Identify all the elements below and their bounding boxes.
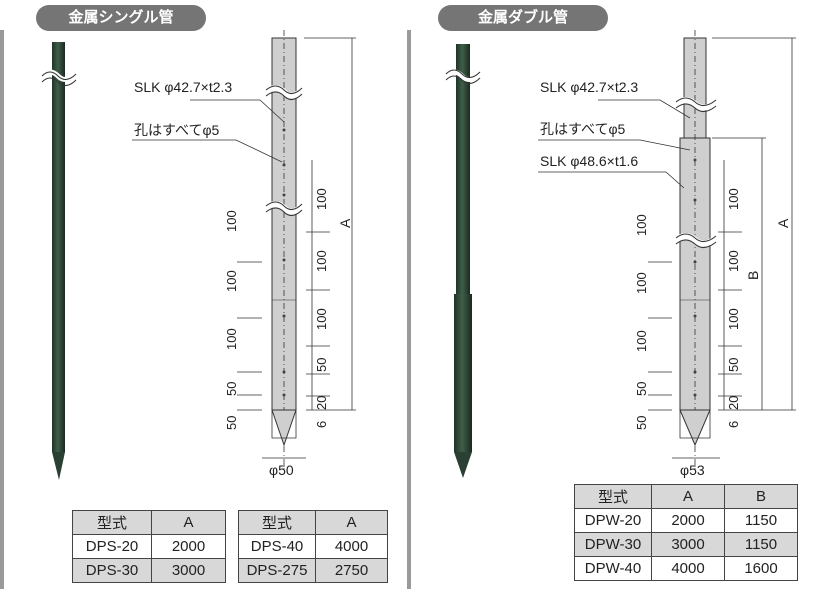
double-dim-left-4: 50 bbox=[634, 416, 649, 430]
center-separator bbox=[407, 30, 411, 589]
cell-a: 2000 bbox=[151, 534, 226, 559]
cell-b: 1150 bbox=[724, 508, 798, 533]
double-pipe-drawing bbox=[538, 30, 796, 470]
table-row: DPS-40 4000 bbox=[238, 534, 388, 559]
double-label-slk2: SLK φ48.6×t1.6 bbox=[540, 153, 638, 169]
cell-b: 1600 bbox=[724, 556, 798, 581]
single-table-2: 型式 A DPS-40 4000 DPS-275 2750 bbox=[238, 510, 388, 583]
cell-model: DPS-40 bbox=[238, 534, 316, 559]
single-label-hole: 孔はすべてφ5 bbox=[134, 122, 220, 138]
single-dim-right-1: 100 bbox=[314, 250, 329, 272]
single-label-slk: SLK φ42.7×t2.3 bbox=[134, 79, 232, 95]
double-label-hole: 孔はすべてφ5 bbox=[540, 121, 626, 137]
cell-model: DPS-30 bbox=[72, 558, 152, 583]
double-dim-right-4: 20 bbox=[726, 396, 741, 410]
table-row: DPS-30 3000 bbox=[72, 558, 226, 583]
cell-model: DPW-30 bbox=[574, 532, 652, 557]
double-dim-right-3: 50 bbox=[726, 358, 741, 372]
double-dim-a: A bbox=[775, 218, 791, 228]
header-model: 型式 bbox=[574, 484, 652, 509]
left-separator bbox=[0, 30, 4, 589]
single-dim-left-0: 100 bbox=[224, 210, 239, 232]
header-model: 型式 bbox=[72, 510, 152, 535]
table-row: DPS-20 2000 bbox=[72, 534, 226, 559]
header-model: 型式 bbox=[238, 510, 316, 535]
table-row: DPS-275 2750 bbox=[238, 558, 388, 583]
single-dim-left-3: 50 bbox=[224, 382, 239, 396]
double-dim-right-5: 6 bbox=[726, 421, 741, 428]
cell-model: DPW-40 bbox=[574, 556, 652, 581]
table-row: DPW-20 2000 1150 bbox=[574, 508, 798, 533]
double-dim-b: B bbox=[745, 271, 761, 280]
double-label-slk1: SLK φ42.7×t2.3 bbox=[540, 79, 638, 95]
single-dim-a: A bbox=[337, 218, 353, 228]
cell-model: DPS-275 bbox=[238, 558, 316, 583]
single-table-1: 型式 A DPS-20 2000 DPS-30 3000 bbox=[72, 510, 226, 583]
single-dim-left-4: 50 bbox=[224, 416, 239, 430]
cell-a: 3000 bbox=[651, 532, 725, 557]
table-header-row: 型式 A bbox=[238, 510, 388, 535]
header-b: B bbox=[724, 484, 798, 509]
single-dim-right-2: 100 bbox=[314, 308, 329, 330]
double-dim-left-0: 100 bbox=[634, 214, 649, 236]
single-pipe-drawing bbox=[132, 30, 356, 470]
double-stake-photo bbox=[444, 44, 482, 478]
table-header-row: 型式 A bbox=[72, 510, 226, 535]
double-title: 金属ダブル管 bbox=[438, 5, 608, 31]
single-dim-left-2: 100 bbox=[224, 328, 239, 350]
cell-a: 4000 bbox=[315, 534, 388, 559]
double-dim-left-1: 100 bbox=[634, 272, 649, 294]
cell-a: 2000 bbox=[651, 508, 725, 533]
table-row: DPW-30 3000 1150 bbox=[574, 532, 798, 557]
single-diameter: φ50 bbox=[269, 462, 294, 478]
double-dim-left-3: 50 bbox=[634, 382, 649, 396]
single-stake-photo bbox=[40, 42, 78, 480]
header-a: A bbox=[315, 510, 388, 535]
single-dim-left-1: 100 bbox=[224, 270, 239, 292]
header-a: A bbox=[151, 510, 226, 535]
single-dim-right-0: 100 bbox=[314, 188, 329, 210]
single-dim-right-5: 6 bbox=[314, 421, 329, 428]
table-header-row: 型式 A B bbox=[574, 484, 798, 509]
table-row: DPW-40 4000 1600 bbox=[574, 556, 798, 581]
cell-model: DPW-20 bbox=[574, 508, 652, 533]
header-a: A bbox=[651, 484, 725, 509]
double-dim-right-0: 100 bbox=[726, 188, 741, 210]
double-dim-left-2: 100 bbox=[634, 330, 649, 352]
cell-a: 4000 bbox=[651, 556, 725, 581]
single-title: 金属シングル管 bbox=[36, 5, 206, 31]
cell-a: 2750 bbox=[315, 558, 388, 583]
double-dim-right-2: 100 bbox=[726, 308, 741, 330]
double-diameter: φ53 bbox=[680, 462, 705, 478]
cell-b: 1150 bbox=[724, 532, 798, 557]
single-dim-right-3: 50 bbox=[314, 358, 329, 372]
cell-a: 3000 bbox=[151, 558, 226, 583]
cell-model: DPS-20 bbox=[72, 534, 152, 559]
single-dim-right-4: 20 bbox=[314, 396, 329, 410]
double-dim-right-1: 100 bbox=[726, 250, 741, 272]
double-table: 型式 A B DPW-20 2000 1150 DPW-30 3000 1150… bbox=[574, 484, 798, 581]
